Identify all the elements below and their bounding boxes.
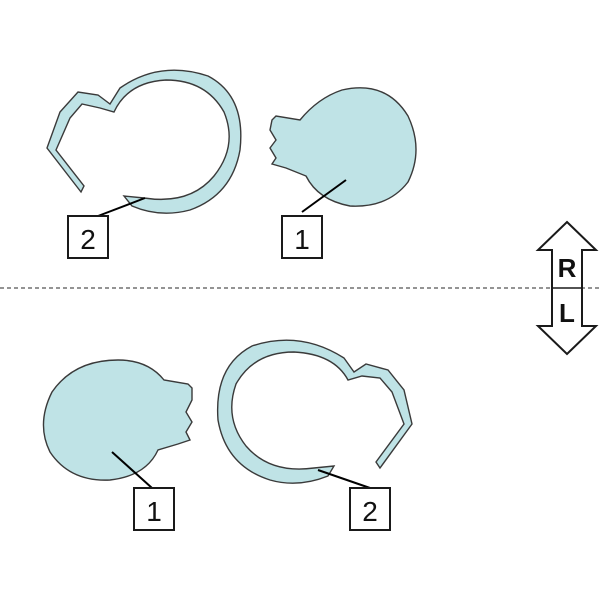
callout-box-top-left: 2	[67, 215, 109, 259]
callout-number: 2	[362, 496, 378, 527]
callout-box-bottom-right: 2	[349, 487, 391, 531]
orientation-label-lower: L	[559, 298, 575, 328]
leader-line-top-right	[301, 179, 347, 213]
callout-number: 1	[146, 496, 162, 527]
leader-line-bottom-left	[111, 451, 153, 489]
double-arrow-updown-icon	[535, 220, 599, 356]
solid-cap-shape	[269, 87, 417, 207]
solid-cap-shape	[42, 359, 193, 481]
callout-box-top-right: 1	[281, 215, 323, 259]
solid-cap-top-right	[269, 87, 417, 207]
ring-clip-shape	[46, 69, 242, 214]
solid-cap-bottom-left	[42, 359, 193, 481]
callout-box-bottom-left: 1	[133, 487, 175, 531]
callout-number: 1	[294, 224, 310, 255]
ring-clip-bottom-right	[216, 339, 413, 484]
leader-line-bottom-right	[317, 469, 371, 489]
ring-clip-top-left	[46, 69, 242, 214]
orientation-label-upper: R	[558, 253, 577, 283]
leader-line-top-left	[97, 197, 146, 217]
ring-clip-shape	[216, 339, 413, 484]
callout-number: 2	[80, 224, 96, 255]
